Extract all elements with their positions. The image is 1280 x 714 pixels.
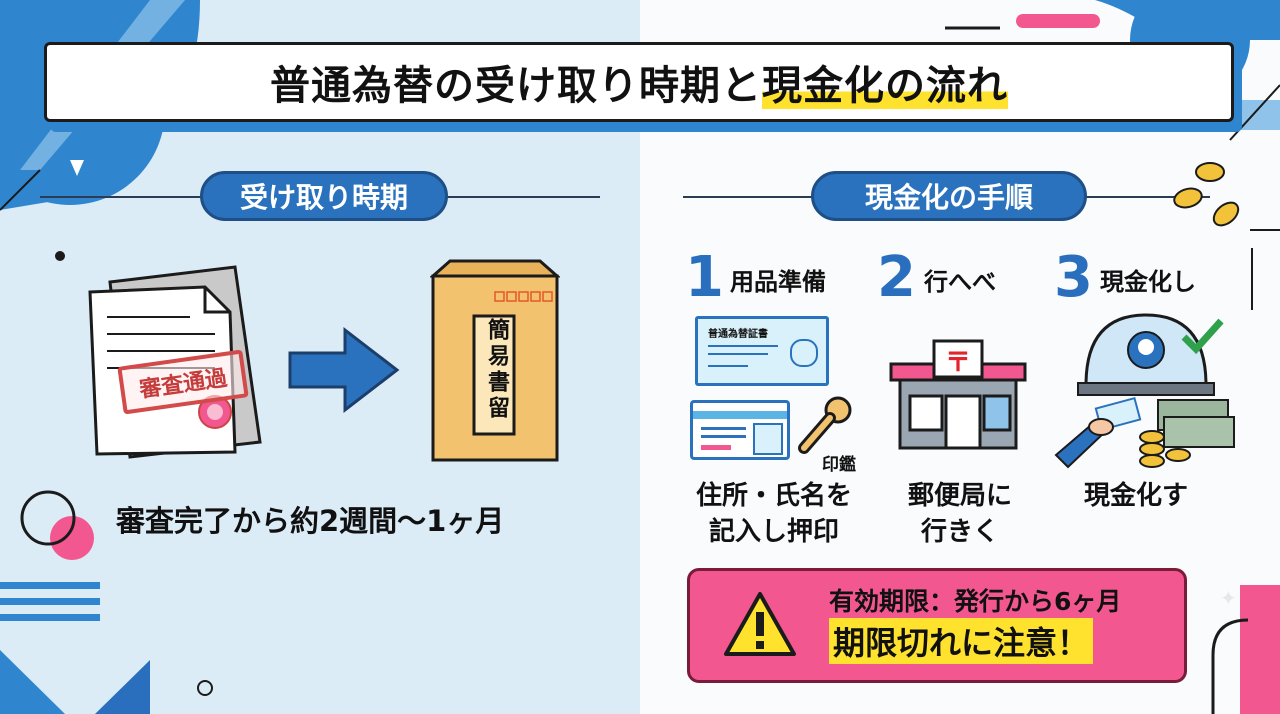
step-1-caption: 住所・氏名を 記入し押印	[684, 478, 864, 550]
cash-steps-heading: 現金化の手順	[811, 171, 1087, 221]
step-2-caption-line1: 郵便局に	[907, 481, 1012, 511]
certificate-title: 普通為替証書	[708, 329, 768, 340]
envelope-illustration	[429, 258, 561, 463]
title-highlight-text: 現金化の流れ	[762, 63, 1008, 109]
step-2-number: 2	[877, 245, 916, 310]
title-main-text: 普通為替の受け取り時期と	[270, 63, 762, 109]
registered-mail-label: 簡易書留	[484, 318, 509, 422]
svg-text:✦: ✦	[1220, 586, 1237, 610]
receive-period-heading: 受け取り時期	[200, 171, 448, 221]
step-1-caption-line2: 記入し押印	[708, 517, 839, 547]
step-2-label: 行へべ	[924, 268, 996, 296]
money-order-certificate: 普通為替証書	[695, 316, 829, 386]
expiry-period-text: 有効期限：発行から6ヶ月	[829, 587, 1122, 616]
step-1-label: 用品準備	[730, 268, 826, 296]
title-banner: 普通為替の受け取り時期と現金化の流れ	[44, 42, 1234, 122]
step-2-caption: 郵便局に 行きく	[890, 478, 1030, 550]
step-1-number: 1	[685, 245, 724, 310]
page-title: 普通為替の受け取り時期と現金化の流れ	[270, 53, 1008, 111]
step-1-caption-line1: 住所・氏名を	[695, 481, 852, 511]
seal-label: 印鑑	[822, 455, 856, 475]
arrow-right-icon	[288, 326, 400, 414]
coins-icon	[1173, 162, 1240, 227]
step-3-number: 3	[1054, 245, 1093, 310]
step-3-caption-line1: 現金化す	[1083, 481, 1188, 511]
step-3-caption: 現金化す	[1066, 478, 1206, 514]
expiry-caution-text: 期限切れに注意！	[829, 618, 1094, 664]
id-card-icon	[690, 400, 790, 460]
post-mark-icon: 〒	[944, 348, 971, 378]
cash-counter-icon	[1054, 313, 1235, 469]
warning-icon	[724, 592, 796, 656]
step-3-label: 現金化し	[1100, 268, 1196, 296]
post-office-icon	[889, 339, 1027, 450]
step-2-caption-line2: 行きく	[920, 517, 999, 547]
seal-stamp-icon	[798, 396, 852, 454]
receive-period-caption: 審査完了から約2週間〜1ヶ月	[116, 504, 505, 538]
